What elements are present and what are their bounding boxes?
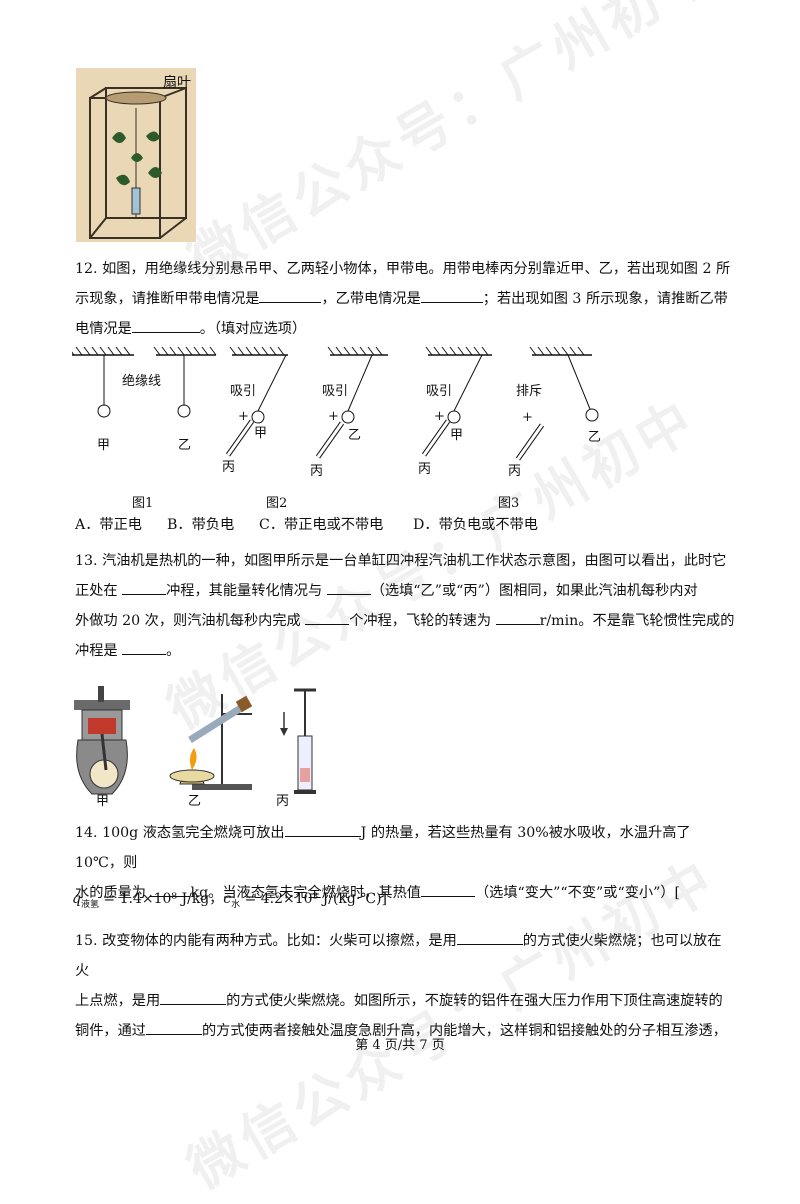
attract-label: 吸引 <box>230 384 256 399</box>
plus-sign: + <box>434 409 445 424</box>
question-13: 13. 汽油机是热机的一种，如图甲所示是一台单缸四冲程汽油机工作状态示意图，由图… <box>75 553 735 659</box>
answer-blank[interactable] <box>495 610 540 625</box>
answer-blank[interactable] <box>122 580 167 595</box>
page-footer: 第 4 页/共 7 页 <box>355 1038 445 1053</box>
engine-yi-label: 乙 <box>188 794 202 809</box>
answer-blank[interactable] <box>284 822 361 837</box>
figure-1-caption: 图1 <box>132 496 154 511</box>
bing-label: 丙 <box>508 464 521 479</box>
answer-blank[interactable] <box>456 930 523 945</box>
attract-label: 吸引 <box>322 384 348 399</box>
yi-label: 乙 <box>588 430 601 445</box>
bing-label: 丙 <box>310 464 323 479</box>
charge-experiment-figure: 绝缘线 甲 乙 吸引 + 甲 丙 吸引 + 乙 丙 吸引 + 甲 丙 排斥 + … <box>72 346 601 479</box>
watermark: 微信公众号：广州初中 <box>176 0 729 292</box>
fan-frame-figure: 扇叶 <box>76 68 196 242</box>
option-d[interactable]: D．带负电或不带电 <box>413 517 538 533</box>
option-b[interactable]: B．带负电 <box>167 517 235 533</box>
answer-blank[interactable] <box>160 990 227 1005</box>
answer-blank[interactable] <box>131 318 200 333</box>
answer-blank[interactable] <box>145 1020 202 1035</box>
question-12: 12. 如图，用绝缘线分别悬吊甲、乙两轻小物体，甲带电。用带电棒丙分别靠近甲、乙… <box>75 261 731 337</box>
jia-label: 甲 <box>97 438 110 453</box>
answer-blank[interactable] <box>150 882 191 897</box>
plus-sign: + <box>238 409 249 424</box>
figure-2-caption: 图2 <box>266 496 288 511</box>
insulator-label: 绝缘线 <box>122 373 161 389</box>
answer-blank[interactable] <box>420 288 483 303</box>
bing-label: 丙 <box>222 460 235 475</box>
figure-3-caption: 图3 <box>498 496 520 511</box>
option-a[interactable]: A．带正电 <box>75 517 142 533</box>
answer-blank[interactable] <box>326 580 371 595</box>
attract-label: 吸引 <box>426 384 452 399</box>
yi-label: 乙 <box>178 438 191 453</box>
answer-blank[interactable] <box>259 288 322 303</box>
yi-label: 乙 <box>348 428 361 443</box>
engine-bing-label: 丙 <box>276 794 290 809</box>
fan-frame-illustration <box>89 87 187 239</box>
repel-label: 排斥 <box>516 384 542 399</box>
q12-options: A．带正电 B．带负电 C．带正电或不带电 D．带负电或不带电 <box>75 514 735 534</box>
jia-label: 甲 <box>450 428 463 443</box>
answer-blank[interactable] <box>420 882 475 897</box>
engine-figures <box>74 686 316 795</box>
bing-label: 丙 <box>418 462 431 477</box>
jia-label: 甲 <box>254 426 267 441</box>
engine-jia-label: 甲 <box>96 794 110 809</box>
question-15: 15. 改变物体的内能有两种方式。比如：火柴可以擦燃，是用的方式使火柴燃烧；也可… <box>75 926 735 1046</box>
option-c[interactable]: C．带正电或不带电 <box>259 517 384 533</box>
plus-sign: + <box>522 410 533 425</box>
q14-formula: q液氢 = 1.4×10⁸ J/kg，c水 = 4.2×10³ J/(kg·℃)… <box>72 891 387 910</box>
fan-label: 扇叶 <box>163 75 191 91</box>
answer-blank[interactable] <box>122 640 167 655</box>
plus-sign: + <box>328 409 339 424</box>
answer-blank[interactable] <box>305 610 350 625</box>
